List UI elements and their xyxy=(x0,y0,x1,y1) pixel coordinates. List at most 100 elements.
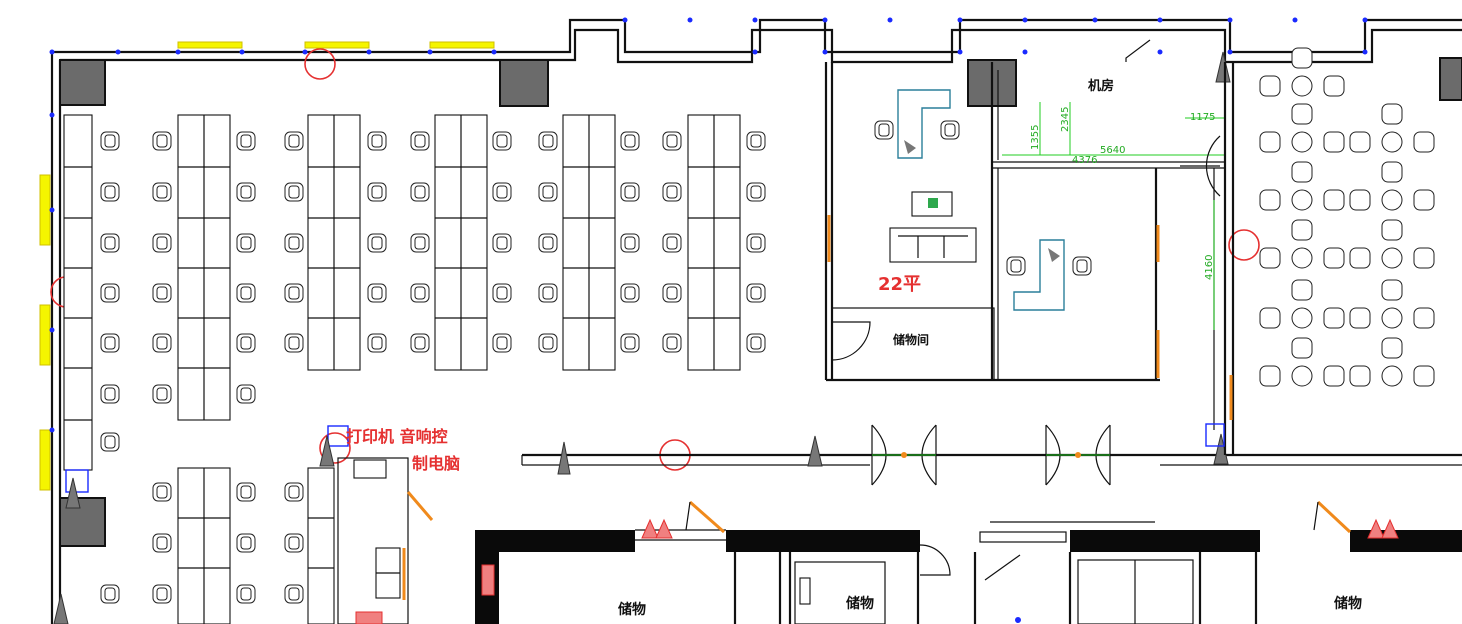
training-room: 4160 xyxy=(1204,62,1235,455)
office-chair xyxy=(1072,256,1092,276)
office-chair xyxy=(367,131,387,151)
office-chair xyxy=(367,233,387,253)
training-stool xyxy=(1291,247,1313,269)
office-chair xyxy=(538,283,558,303)
office-chair xyxy=(152,233,172,253)
office-chair xyxy=(662,333,682,353)
office-chair xyxy=(284,584,304,604)
training-stool xyxy=(1349,365,1371,387)
training-stool xyxy=(1413,131,1435,153)
office-chair xyxy=(620,333,640,353)
column-markers xyxy=(53,51,1231,624)
training-stool xyxy=(1291,103,1313,125)
desk-cluster-lower xyxy=(177,467,335,624)
training-stool xyxy=(1291,161,1313,183)
office-chair xyxy=(1006,256,1026,276)
office-chair xyxy=(410,333,430,353)
training-stool xyxy=(1349,247,1371,269)
office-chair xyxy=(410,131,430,151)
office-chair xyxy=(100,333,120,353)
office-chair xyxy=(746,131,766,151)
office-chair xyxy=(746,182,766,202)
office-chair xyxy=(236,584,256,604)
printer-label-line2: 制电脑 xyxy=(412,454,460,473)
office-chair xyxy=(152,584,172,604)
office-chair xyxy=(152,182,172,202)
training-stool xyxy=(1323,131,1345,153)
training-stool xyxy=(1259,307,1281,329)
training-stool xyxy=(1413,307,1435,329)
office-chair xyxy=(662,182,682,202)
office-chair xyxy=(367,182,387,202)
office-chair xyxy=(236,182,256,202)
area-label: 22平 xyxy=(878,274,921,295)
office-chair xyxy=(152,384,172,404)
office-chair xyxy=(874,120,894,140)
desk-clusters-upper xyxy=(177,114,741,421)
office-chair xyxy=(284,283,304,303)
training-stool xyxy=(1413,247,1435,269)
office-chair xyxy=(367,283,387,303)
office-chair xyxy=(662,283,682,303)
double-doors xyxy=(871,424,1111,486)
office-chair xyxy=(746,233,766,253)
training-stool xyxy=(1259,189,1281,211)
office-chair xyxy=(236,482,256,502)
office-chair xyxy=(410,283,430,303)
office-chair xyxy=(284,233,304,253)
office-chair xyxy=(492,182,512,202)
office-chair xyxy=(538,233,558,253)
training-stool xyxy=(1381,189,1403,211)
training-stool xyxy=(1413,365,1435,387)
training-stool xyxy=(1291,279,1313,301)
office-chair xyxy=(100,182,120,202)
training-stool xyxy=(1349,189,1371,211)
lower-room-label-mid: 储物 xyxy=(845,595,874,612)
dim-4160: 4160 xyxy=(1204,255,1215,280)
office-chair xyxy=(152,482,172,502)
office-chair xyxy=(620,131,640,151)
training-stool xyxy=(1381,131,1403,153)
training-stool xyxy=(1291,219,1313,241)
office-chair xyxy=(492,131,512,151)
windows xyxy=(39,41,495,491)
training-stool xyxy=(1323,75,1345,97)
office-chair xyxy=(538,333,558,353)
small-office xyxy=(997,168,1160,380)
printer-label-line1: 打印机 音响控 xyxy=(346,427,448,446)
training-stool xyxy=(1259,131,1281,153)
dim-4376: 4376 xyxy=(1072,155,1097,166)
storage-label: 储物间 xyxy=(893,332,929,347)
training-stool xyxy=(1323,189,1345,211)
office-chair xyxy=(284,533,304,553)
lower-rooms: 储物 储物 储物 xyxy=(475,500,1462,624)
training-stool xyxy=(1291,365,1313,387)
training-stool xyxy=(1259,247,1281,269)
office-chair xyxy=(746,283,766,303)
training-stool xyxy=(1323,307,1345,329)
training-stool xyxy=(1259,365,1281,387)
office-chair xyxy=(100,384,120,404)
training-stool xyxy=(1381,219,1403,241)
training-stool xyxy=(1259,75,1281,97)
dim-1175: 1175 xyxy=(1190,112,1215,123)
office-chair xyxy=(284,131,304,151)
training-stool xyxy=(1381,247,1403,269)
training-stool xyxy=(1381,161,1403,183)
wall-nodes xyxy=(49,17,1368,433)
training-stool xyxy=(1349,131,1371,153)
training-stool xyxy=(1323,247,1345,269)
office-chair xyxy=(236,283,256,303)
office-chair xyxy=(620,233,640,253)
training-stool xyxy=(1323,365,1345,387)
wall-desks-left xyxy=(63,114,93,493)
dim-2345: 2345 xyxy=(1060,107,1071,132)
server-room: 机房 1355 2345 5640 4376 1175 xyxy=(990,39,1225,380)
dim-1355: 1355 xyxy=(1030,125,1041,150)
office-chair xyxy=(662,131,682,151)
office-chair xyxy=(152,533,172,553)
training-stool xyxy=(1349,307,1371,329)
office-chair xyxy=(746,333,766,353)
office-chair xyxy=(100,432,120,452)
